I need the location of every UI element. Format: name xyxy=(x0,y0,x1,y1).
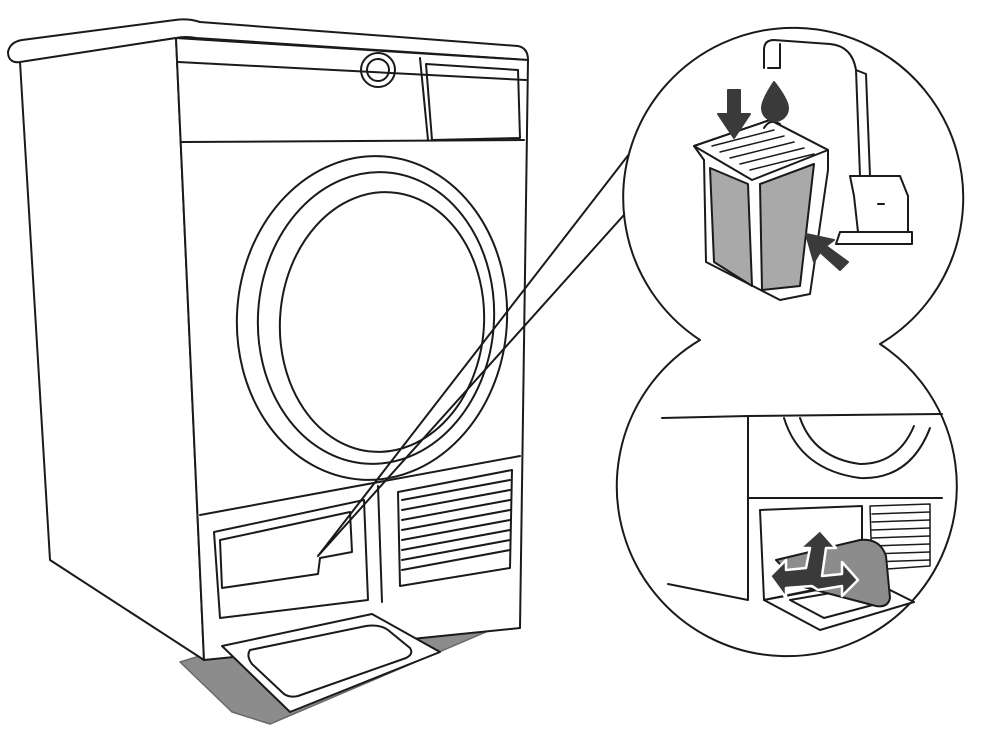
water-drop-icon xyxy=(761,81,789,122)
dryer-front xyxy=(175,37,529,661)
water-tank-drawer xyxy=(425,63,521,141)
filter-mesh-side xyxy=(759,163,815,291)
faucet xyxy=(763,39,871,177)
control-panel xyxy=(177,61,527,143)
filter-removal-callout xyxy=(661,413,943,631)
filter-compartment-inner xyxy=(219,511,353,589)
dryer-corner-closeup xyxy=(661,415,749,601)
program-knob-inner xyxy=(366,58,390,82)
callout-pointer xyxy=(317,139,641,557)
sink-base xyxy=(835,231,913,245)
filter-cleaning-callout xyxy=(693,39,913,301)
program-knob xyxy=(360,52,396,88)
push-in-arrow-icon xyxy=(805,233,849,271)
door-arc-closeup xyxy=(783,417,931,480)
callout-bubbles xyxy=(615,26,965,658)
filter-top-grid xyxy=(711,129,815,171)
pulled-filter-closeup xyxy=(775,538,891,608)
base-divider xyxy=(199,455,521,516)
filter-handle xyxy=(763,120,781,129)
tumble-dryer xyxy=(7,18,529,725)
dryer-front-closeup xyxy=(747,413,943,417)
open-filter-flap-recess xyxy=(247,624,413,698)
dryer-left-side xyxy=(19,37,205,661)
panel-divider xyxy=(419,57,429,141)
base-split-line xyxy=(377,485,383,603)
filter-compartment-opening xyxy=(213,499,369,619)
bubble-outline xyxy=(615,26,965,658)
filter-mesh-panel xyxy=(709,167,753,287)
vent-grille xyxy=(397,469,513,587)
push-down-arrow-icon xyxy=(717,89,751,139)
pull-out-double-arrow-icon xyxy=(768,528,860,600)
dryer-door xyxy=(235,155,509,481)
